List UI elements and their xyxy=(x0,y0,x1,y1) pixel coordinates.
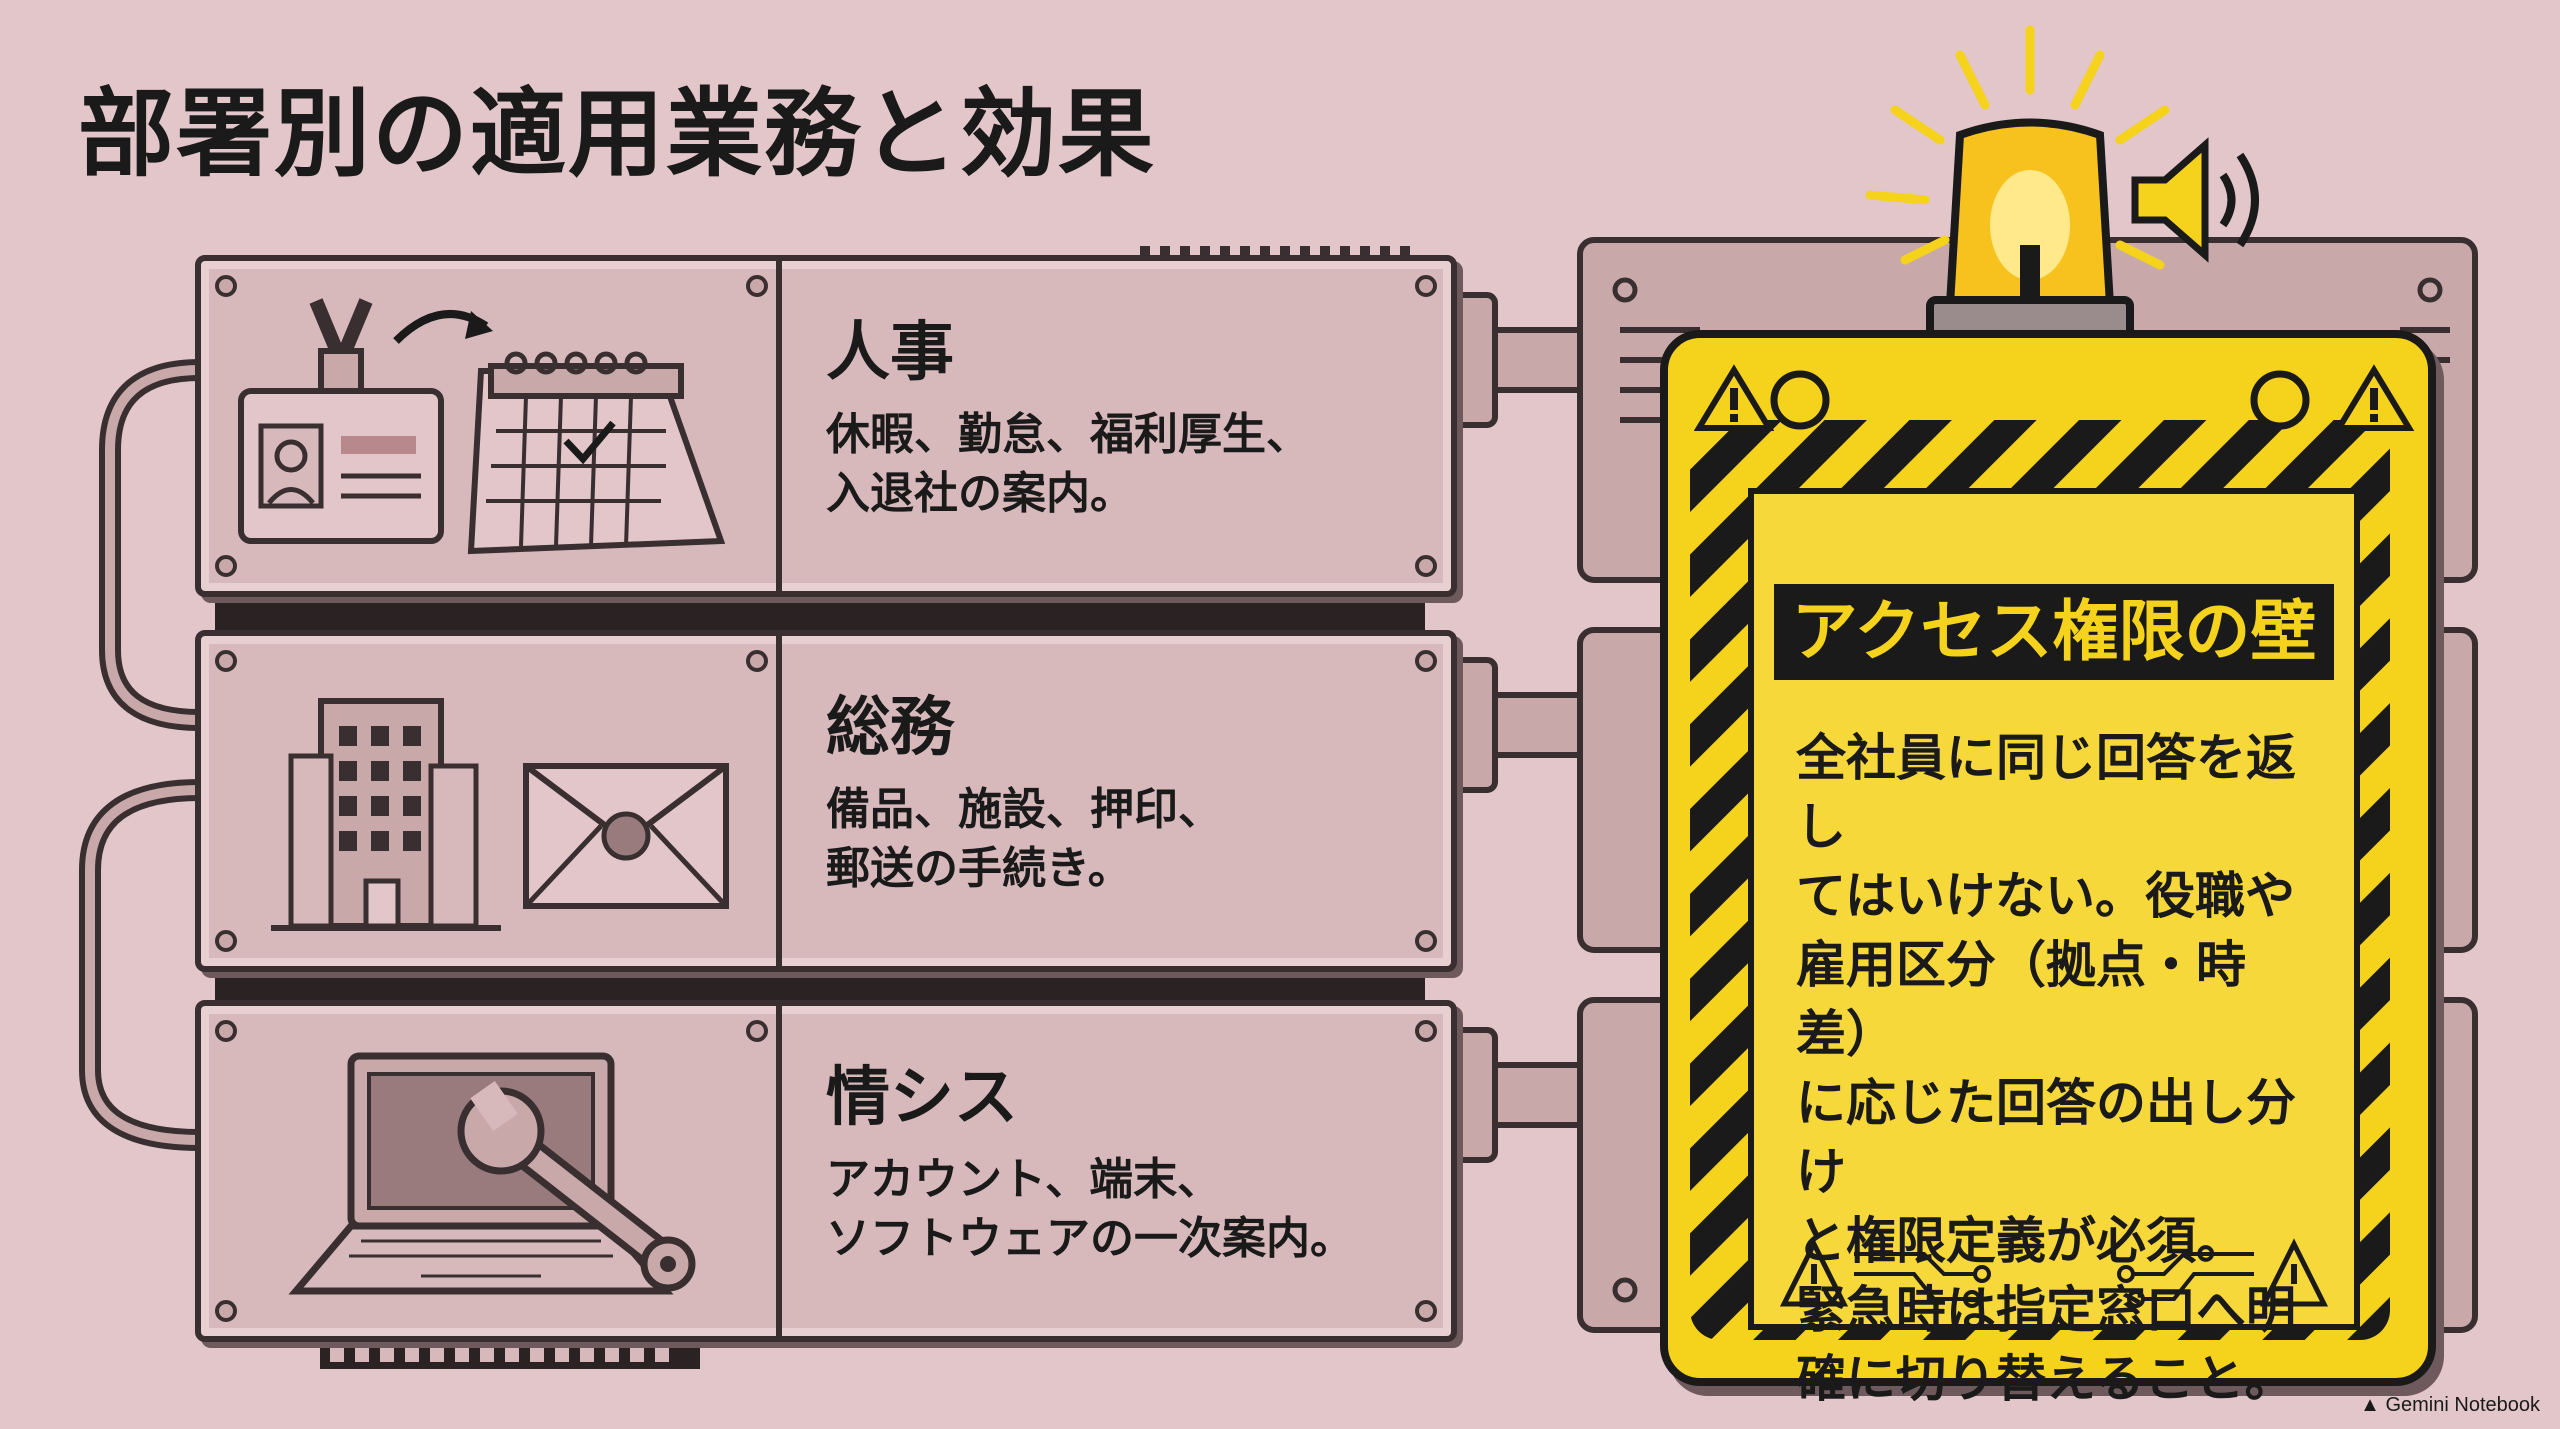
description-line: アカウント、端末、 xyxy=(826,1154,1222,1205)
panel-divider xyxy=(776,636,782,966)
id-badge-icon xyxy=(238,298,444,544)
panel-illustration xyxy=(221,1026,761,1316)
access-permission-warning-board: アクセス権限の壁 全社員に同じ回答を返し てはいけない。役職や 雇用区分（拠点・… xyxy=(1660,330,2436,1408)
department-name: 総務 xyxy=(826,691,954,765)
screw-icon xyxy=(215,650,237,672)
screw-icon xyxy=(215,1020,237,1042)
sealed-envelope-icon xyxy=(523,763,729,909)
screw-icon xyxy=(1415,1020,1437,1042)
department-panel-hr: 人事 休暇、勤怠、福利厚生、 入退社の案内。 xyxy=(195,255,1457,597)
warning-line: と権限定義が必須。 xyxy=(1796,1212,2246,1270)
office-building-icon xyxy=(271,698,501,931)
panel-illustration xyxy=(221,656,761,946)
department-name: 人事 xyxy=(826,316,954,390)
circuit-icon xyxy=(1779,1238,2329,1308)
department-panel-it: 情シス アカウント、端末、 ソフトウェアの一次案内。 xyxy=(195,1000,1457,1342)
screw-icon xyxy=(215,555,237,577)
gemini-logo-icon: ▲ xyxy=(2360,1394,2380,1416)
arrow-icon xyxy=(393,310,493,344)
warning-body: 全社員に同じ回答を返し てはいけない。役職や 雇用区分（拠点・時差） に応じた回… xyxy=(1796,724,2334,1414)
wrench-icon xyxy=(457,1081,696,1292)
brand-label: ▲ Gemini Notebook xyxy=(2360,1394,2540,1417)
description-line: ソフトウェアの一次案内。 xyxy=(826,1213,1354,1265)
panel-illustration xyxy=(221,281,761,571)
description-line: 郵送の手続き。 xyxy=(826,843,1132,895)
department-name: 情シス xyxy=(826,1061,1018,1135)
department-panel-general-affairs: 総務 備品、施設、押印、 郵送の手続き。 xyxy=(195,630,1457,972)
warning-line: てはいけない。役職や xyxy=(1796,867,2295,925)
screw-icon xyxy=(1415,1300,1437,1322)
screw-icon xyxy=(746,1020,768,1042)
warning-triangle-icon xyxy=(1694,364,1774,431)
panel-divider xyxy=(776,261,782,591)
screw-icon xyxy=(1415,275,1437,297)
warning-triangle-icon xyxy=(2334,364,2414,431)
warning-line: 全社員に同じ回答を返し xyxy=(1796,729,2296,856)
calendar-icon xyxy=(467,351,726,555)
description-line: 備品、施設、押印、 xyxy=(826,784,1222,835)
screw-icon xyxy=(746,275,768,297)
screw-icon xyxy=(1415,930,1437,952)
screw-icon xyxy=(215,930,237,952)
panel-text: 人事 休暇、勤怠、福利厚生、 入退社の案内。 xyxy=(826,301,1421,524)
screw-icon xyxy=(1415,555,1437,577)
warning-line: 確に切り替えること。 xyxy=(1796,1350,2295,1408)
warning-line: 緊急時は指定窓口へ明 xyxy=(1796,1281,2296,1339)
screw-icon xyxy=(215,275,237,297)
screw-icon xyxy=(215,1300,237,1322)
panel-divider xyxy=(776,1006,782,1336)
screw-icon xyxy=(1415,650,1437,672)
department-description: 休暇、勤怠、福利厚生、 入退社の案内。 xyxy=(826,405,1421,524)
screw-icon xyxy=(746,650,768,672)
page-title: 部署別の適用業務と効果 xyxy=(78,78,1156,190)
warning-title: アクセス権限の壁 xyxy=(1774,584,2334,680)
panel-text: 総務 備品、施設、押印、 郵送の手続き。 xyxy=(826,676,1421,899)
warning-line: 雇用区分（拠点・時差） xyxy=(1796,936,2246,1063)
department-description: 備品、施設、押印、 郵送の手続き。 xyxy=(826,780,1421,899)
description-line: 入退社の案内。 xyxy=(826,468,1134,520)
panel-text: 情シス アカウント、端末、 ソフトウェアの一次案内。 xyxy=(826,1046,1421,1269)
description-line: 休暇、勤怠、福利厚生、 xyxy=(826,409,1310,460)
warning-line: に応じた回答の出し分け xyxy=(1796,1074,2296,1201)
speaker-icon xyxy=(2131,137,2259,263)
warning-content-area: アクセス権限の壁 全社員に同じ回答を返し てはいけない。役職や 雇用区分（拠点・… xyxy=(1694,364,2414,1408)
brand-text: Gemini Notebook xyxy=(2385,1394,2540,1416)
department-description: アカウント、端末、 ソフトウェアの一次案内。 xyxy=(826,1150,1421,1269)
